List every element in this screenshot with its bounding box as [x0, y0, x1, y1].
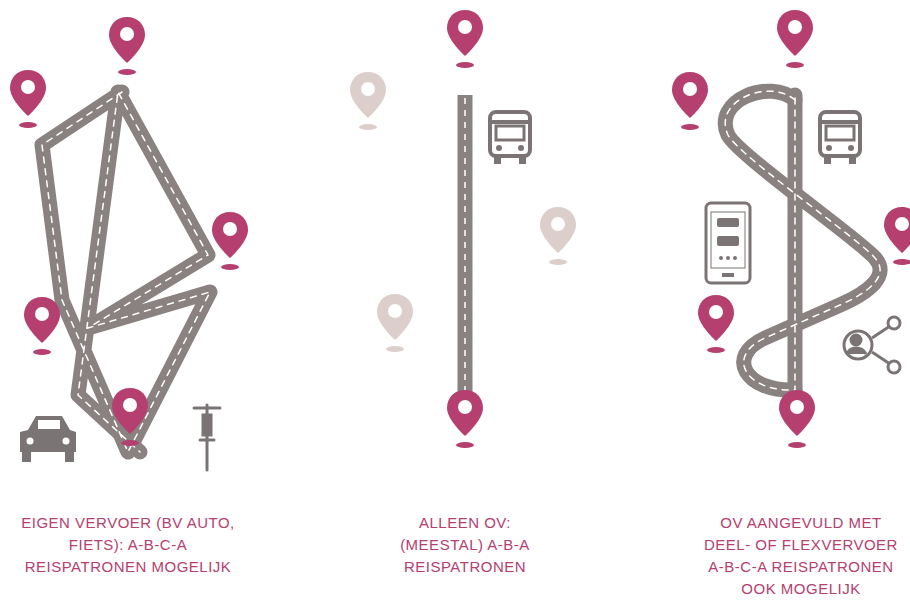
- straight-road: [465, 95, 466, 392]
- flexible-road: [725, 91, 880, 392]
- car-icon: [20, 416, 76, 462]
- location-pins: [672, 10, 910, 448]
- bus-icon: [490, 112, 530, 164]
- caption-text: EIGEN VERVOER (BV AUTO, FIETS): A-B-C-A …: [18, 512, 238, 578]
- caption-text: ALLEEN OV: (MEESTAL) A-B-A REISPATRONEN: [382, 512, 548, 578]
- share-icon: [844, 317, 900, 373]
- location-pins: [447, 10, 483, 448]
- caption-text: OV AANGEVULD MET DEEL- OF FLEXVERVOER A-…: [695, 512, 907, 600]
- bicycle-icon: [194, 405, 220, 470]
- phone-icon: [706, 203, 750, 283]
- road-network: [42, 92, 210, 452]
- location-pins: [10, 17, 248, 446]
- bus-icon: [820, 112, 860, 164]
